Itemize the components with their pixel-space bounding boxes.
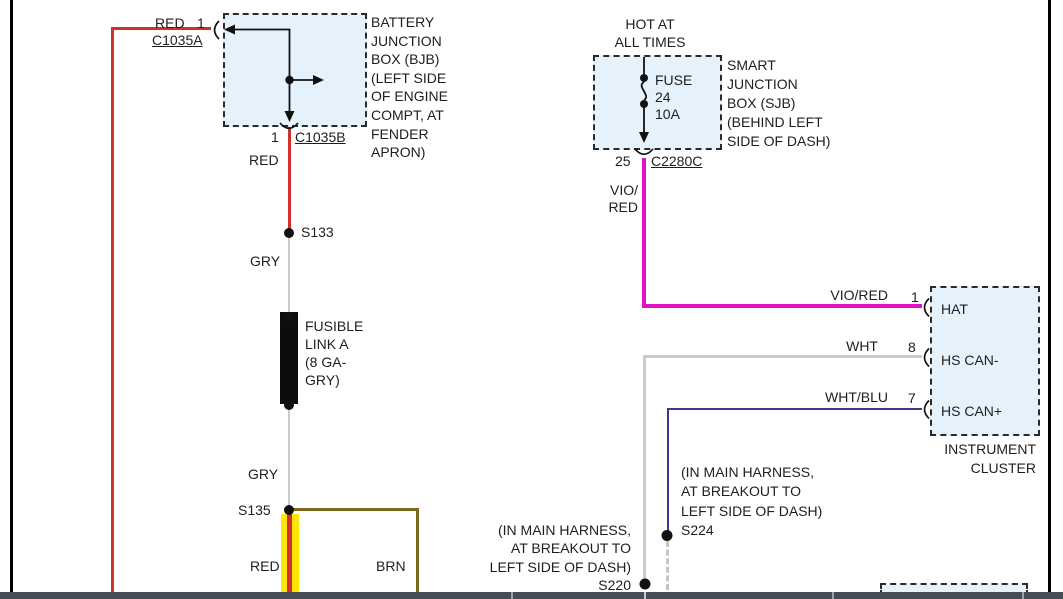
bottom-page-bar — [0, 592, 1063, 599]
bar-tick — [1022, 592, 1024, 599]
bar-tick — [832, 592, 834, 599]
connector-bracket-pin1-icon — [923, 297, 930, 318]
cluster-pin-7: 7 — [908, 390, 916, 406]
bjb-out-pin: 1 — [271, 129, 279, 145]
wire-label-red-bjb-out: RED — [249, 152, 279, 168]
cluster-pin-1: 1 — [911, 289, 919, 305]
wire-label-gry-upper: GRY — [250, 253, 281, 269]
wire-label-brn: BRN — [376, 558, 406, 574]
splice-note-s220: (IN MAIN HARNESS, AT BREAKOUT TO LEFT SI… — [489, 522, 631, 594]
wire-label-gry-lower: GRY — [248, 466, 279, 482]
bjb-in-wire-label: RED — [155, 15, 185, 31]
battery-junction-box — [223, 13, 367, 127]
bar-tick — [644, 592, 646, 599]
page-border-right — [1048, 0, 1051, 592]
wire-red-feed-vertical — [111, 27, 114, 592]
cluster-pin-label-hs-can-minus: HS CAN- — [941, 352, 999, 368]
cluster-pin-label-hs-can-plus: HS CAN+ — [941, 403, 1003, 419]
connector-ref-c2280c: C2280C — [651, 153, 703, 169]
cluster-pin-8: 8 — [908, 339, 916, 355]
wire-brn-vertical — [416, 508, 419, 592]
sjb-description: SMART JUNCTION BOX (SJB) (BEHIND LEFT SI… — [727, 57, 831, 149]
wire-wht-blu-vertical — [667, 408, 669, 533]
wire-red-highlighted — [287, 514, 292, 592]
wire-red-feed-horizontal — [111, 27, 211, 30]
cluster-pin-label-hat: HAT — [941, 301, 968, 317]
wire-vio-red-horizontal — [642, 304, 922, 308]
wire-wht-horizontal — [643, 355, 922, 358]
bar-tick — [511, 592, 513, 599]
wire-gry-lower — [288, 404, 290, 512]
fusible-link-icon — [280, 312, 298, 404]
wire-label-wht-run: WHT — [846, 338, 878, 354]
smart-junction-box — [593, 55, 722, 150]
instrument-cluster-title: INSTRUMENT CLUSTER — [944, 441, 1036, 476]
wire-brn-horizontal — [289, 508, 419, 511]
connector-bracket-c1035a-icon — [213, 20, 220, 40]
splice-note-s224: (IN MAIN HARNESS, AT BREAKOUT TO LEFT SI… — [681, 464, 823, 538]
wire-label-vio-red-vertical: VIO/ RED — [608, 182, 638, 215]
page-border-left — [10, 0, 13, 592]
fuse-24-label: FUSE 24 10A — [655, 72, 693, 122]
wire-label-wht-blu-run: WHT/BLU — [825, 389, 888, 405]
wire-label-vio-red-run: VIO/RED — [830, 287, 888, 303]
wire-red-bjb-output — [288, 127, 291, 234]
sjb-out-pin: 25 — [615, 153, 631, 169]
bjb-description: BATTERY JUNCTION BOX (BJB) (LEFT SIDE OF… — [371, 14, 449, 161]
bjb-in-pin: 1 — [197, 15, 205, 31]
wire-vio-red-vertical — [642, 158, 646, 308]
connector-ref-c1035a: C1035A — [152, 32, 203, 48]
connector-bracket-pin8-icon — [923, 347, 930, 368]
wire-label-red-lower: RED — [250, 558, 280, 574]
connector-bracket-pin7-icon — [923, 399, 930, 420]
hot-at-all-times-label: HOT AT ALL TIMES — [614, 16, 686, 50]
wire-wht-vertical — [643, 355, 646, 582]
splice-label-s135: S135 — [238, 502, 271, 518]
wire-wht-blu-horizontal — [667, 408, 922, 410]
fusible-link-label: FUSIBLE LINK A (8 GA- GRY) — [305, 318, 364, 388]
wire-gry-upper — [288, 232, 290, 320]
connector-ref-c1035b: C1035B — [295, 129, 346, 145]
instrument-cluster-box — [930, 286, 1040, 436]
splice-label-s133: S133 — [301, 224, 334, 240]
wire-dashed-continuation — [666, 541, 669, 590]
